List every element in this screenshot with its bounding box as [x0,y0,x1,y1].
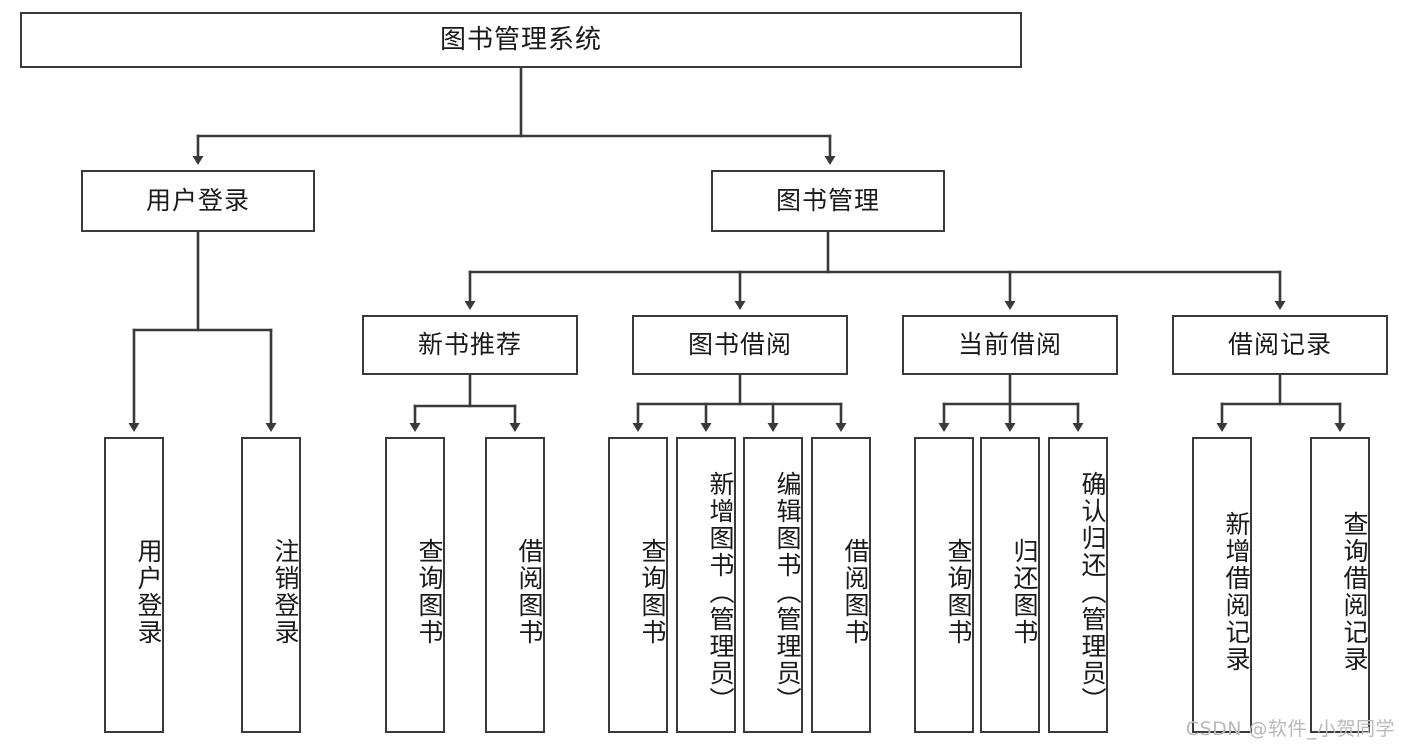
node-label: 编辑图书（管理员） [773,470,802,714]
node-user-login[interactable]: 用户登录 [81,170,315,232]
node-borrow-record[interactable]: 借阅记录 [1172,315,1388,375]
node-leaf-add-record[interactable]: 新增借阅记录 [1192,437,1252,733]
csdn-watermark: CSDN @软件_小贺同学 [1185,718,1395,740]
node-leaf-user-logout[interactable]: 注销登录 [241,437,301,733]
node-label: 图书管理系统 [439,24,602,55]
node-label: 当前借阅 [957,330,1062,360]
node-leaf-return-book[interactable]: 归还图书 [980,437,1040,733]
node-leaf-edit-book[interactable]: 编辑图书（管理员） [743,437,803,733]
node-label: 确认归还（管理员） [1078,470,1107,714]
node-leaf-query-record[interactable]: 查询借阅记录 [1310,437,1370,733]
node-leaf-confirm-return[interactable]: 确认归还（管理员） [1048,437,1108,733]
node-label: 查询图书 [944,538,973,646]
node-label: 查询图书 [638,538,667,646]
node-label: 查询借阅记录 [1340,511,1369,673]
node-new-book-recommend[interactable]: 新书推荐 [362,315,578,375]
node-root-book-management-system[interactable]: 图书管理系统 [20,12,1022,68]
node-leaf-query-book-1[interactable]: 查询图书 [385,437,445,733]
node-label: 新书推荐 [417,330,522,360]
node-leaf-user-login[interactable]: 用户登录 [104,437,164,733]
node-label: 查询图书 [415,538,444,646]
node-label: 图书借阅 [687,330,792,360]
node-leaf-query-book-2[interactable]: 查询图书 [608,437,668,733]
node-label: 图书管理 [775,186,880,216]
node-label: 注销登录 [271,538,300,646]
node-label: 借阅图书 [515,538,544,646]
node-label: 用户登录 [145,186,250,216]
node-leaf-add-book[interactable]: 新增图书（管理员） [676,437,736,733]
node-leaf-borrow-book-1[interactable]: 借阅图书 [485,437,545,733]
node-current-borrow[interactable]: 当前借阅 [902,315,1118,375]
node-label: 归还图书 [1010,538,1039,646]
node-label: 用户登录 [134,538,163,646]
node-label: 新增图书（管理员） [706,470,735,714]
node-label: 借阅记录 [1227,330,1332,360]
node-label: 新增借阅记录 [1222,511,1251,673]
node-leaf-query-book-3[interactable]: 查询图书 [914,437,974,733]
node-leaf-borrow-book-2[interactable]: 借阅图书 [811,437,871,733]
node-label: 借阅图书 [841,538,870,646]
node-book-manage[interactable]: 图书管理 [711,170,945,232]
node-book-borrow[interactable]: 图书借阅 [632,315,848,375]
